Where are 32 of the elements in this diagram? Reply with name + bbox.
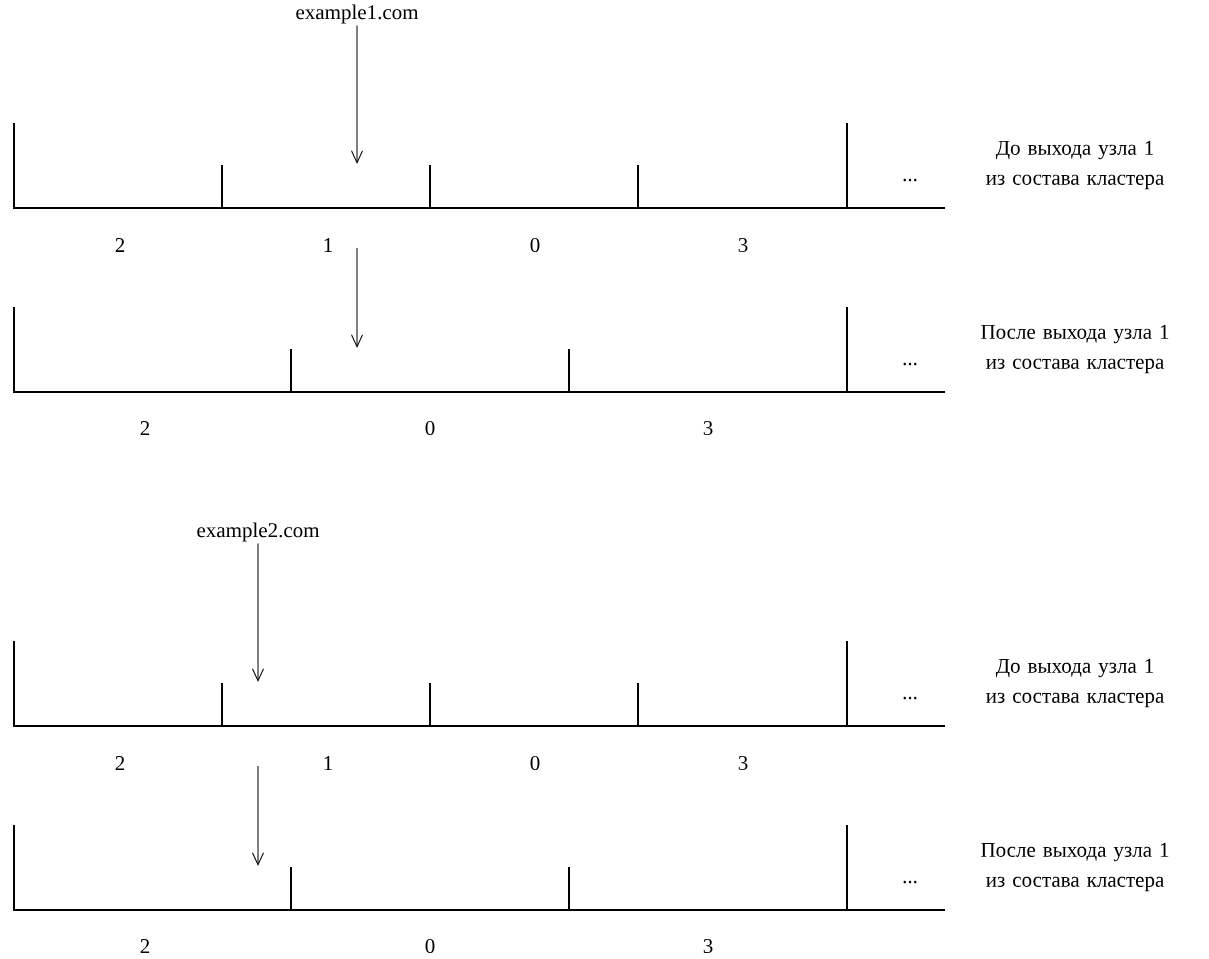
timeline-drawing: [13, 122, 946, 209]
ellipsis: ...: [903, 362, 917, 366]
segment-number: 0: [425, 420, 435, 436]
segment-number: 1: [324, 756, 332, 770]
segment-number: 0: [530, 237, 540, 253]
segment-number: 3: [738, 237, 748, 253]
segment-number: 3: [738, 755, 748, 771]
segment-number: 2: [115, 756, 125, 770]
state-note: До выхода узла 1 из состава кластера: [986, 658, 1164, 708]
site-label: example1.com: [296, 4, 419, 24]
segment-number: 3: [703, 938, 713, 954]
segment-number: 3: [703, 420, 713, 436]
arrow: [351, 25, 363, 164]
segment-number: 2: [115, 238, 125, 252]
timeline-drawing: [13, 824, 946, 911]
segment-number: 1: [324, 238, 332, 252]
segment-number: 0: [425, 938, 435, 954]
segment-number: 2: [140, 421, 150, 435]
timeline-drawing: [13, 306, 946, 393]
arrow: [351, 247, 363, 348]
ellipsis: ...: [903, 696, 917, 700]
timeline-drawing: [13, 640, 946, 727]
ellipsis: ...: [903, 880, 917, 884]
site-label: example2.com: [197, 522, 320, 542]
arrow: [252, 765, 264, 866]
state-note: После выхода узла 1 из состава кластера: [981, 842, 1169, 892]
segment-number: 0: [530, 755, 540, 771]
segment-number: 2: [140, 939, 150, 953]
state-note: После выхода узла 1 из состава кластера: [981, 324, 1169, 374]
state-note: До выхода узла 1 из состава кластера: [986, 140, 1164, 190]
ellipsis: ...: [903, 178, 917, 182]
arrow: [252, 543, 264, 682]
